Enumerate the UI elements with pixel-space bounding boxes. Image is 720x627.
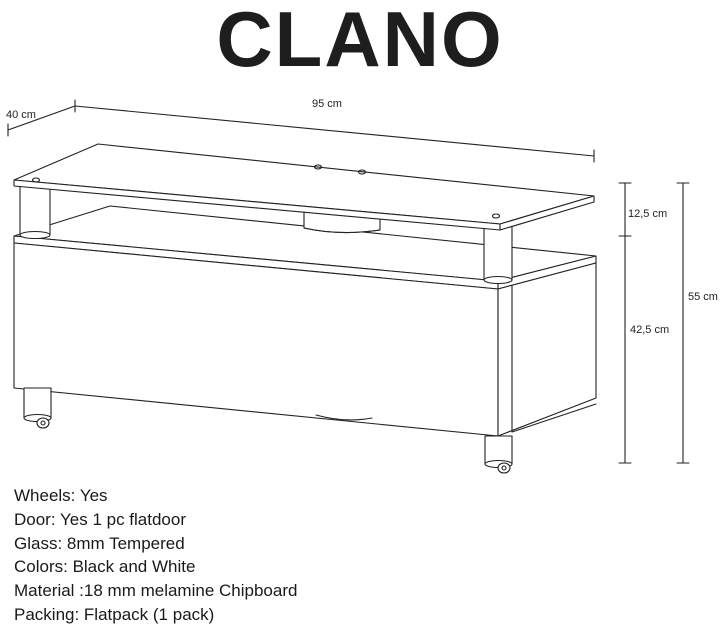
cabinet-top xyxy=(13,205,597,290)
width-label: 95 cm xyxy=(312,98,342,110)
depth-label: 40 cm xyxy=(6,109,36,121)
glass-gap-label: 12,5 cm xyxy=(628,208,667,220)
front-left-leg xyxy=(23,387,52,429)
center-foot xyxy=(315,414,373,421)
spec-list: Wheels: Yes Door: Yes 1 pc flatdoor Glas… xyxy=(14,484,714,627)
spec-door: Door: Yes 1 pc flatdoor xyxy=(14,509,187,529)
total-height-label: 55 cm xyxy=(688,291,718,303)
cabinet-height-label: 42,5 cm xyxy=(630,324,669,336)
glass-screw-holes xyxy=(31,164,501,219)
spec-colors: Colors: Black and White xyxy=(14,557,196,577)
cabinet-side xyxy=(497,262,597,437)
glass-gap-dimension-line xyxy=(618,182,632,237)
product-title: CLANO xyxy=(216,0,504,83)
spec-wheels: Wheels: Yes xyxy=(14,486,108,505)
glass-top-shelf xyxy=(13,143,595,231)
front-right-leg xyxy=(484,435,513,474)
front-right-post xyxy=(483,225,513,285)
cabinet-height-dimension-line xyxy=(618,235,632,464)
front-left-post xyxy=(19,182,51,240)
furniture-line-drawing: 40 cm 95 cm 12,5 cm 42,5 cm 55 cm xyxy=(6,98,718,474)
spec-packing: Packing: Flatpack (1 pack) xyxy=(14,604,215,624)
spec-glass: Glass: 8mm Tempered xyxy=(14,533,185,553)
total-height-dimension-line xyxy=(676,182,690,464)
spec-material: Material :18 mm melamine Chipboard xyxy=(14,581,298,601)
width-dimension-line xyxy=(74,105,595,163)
